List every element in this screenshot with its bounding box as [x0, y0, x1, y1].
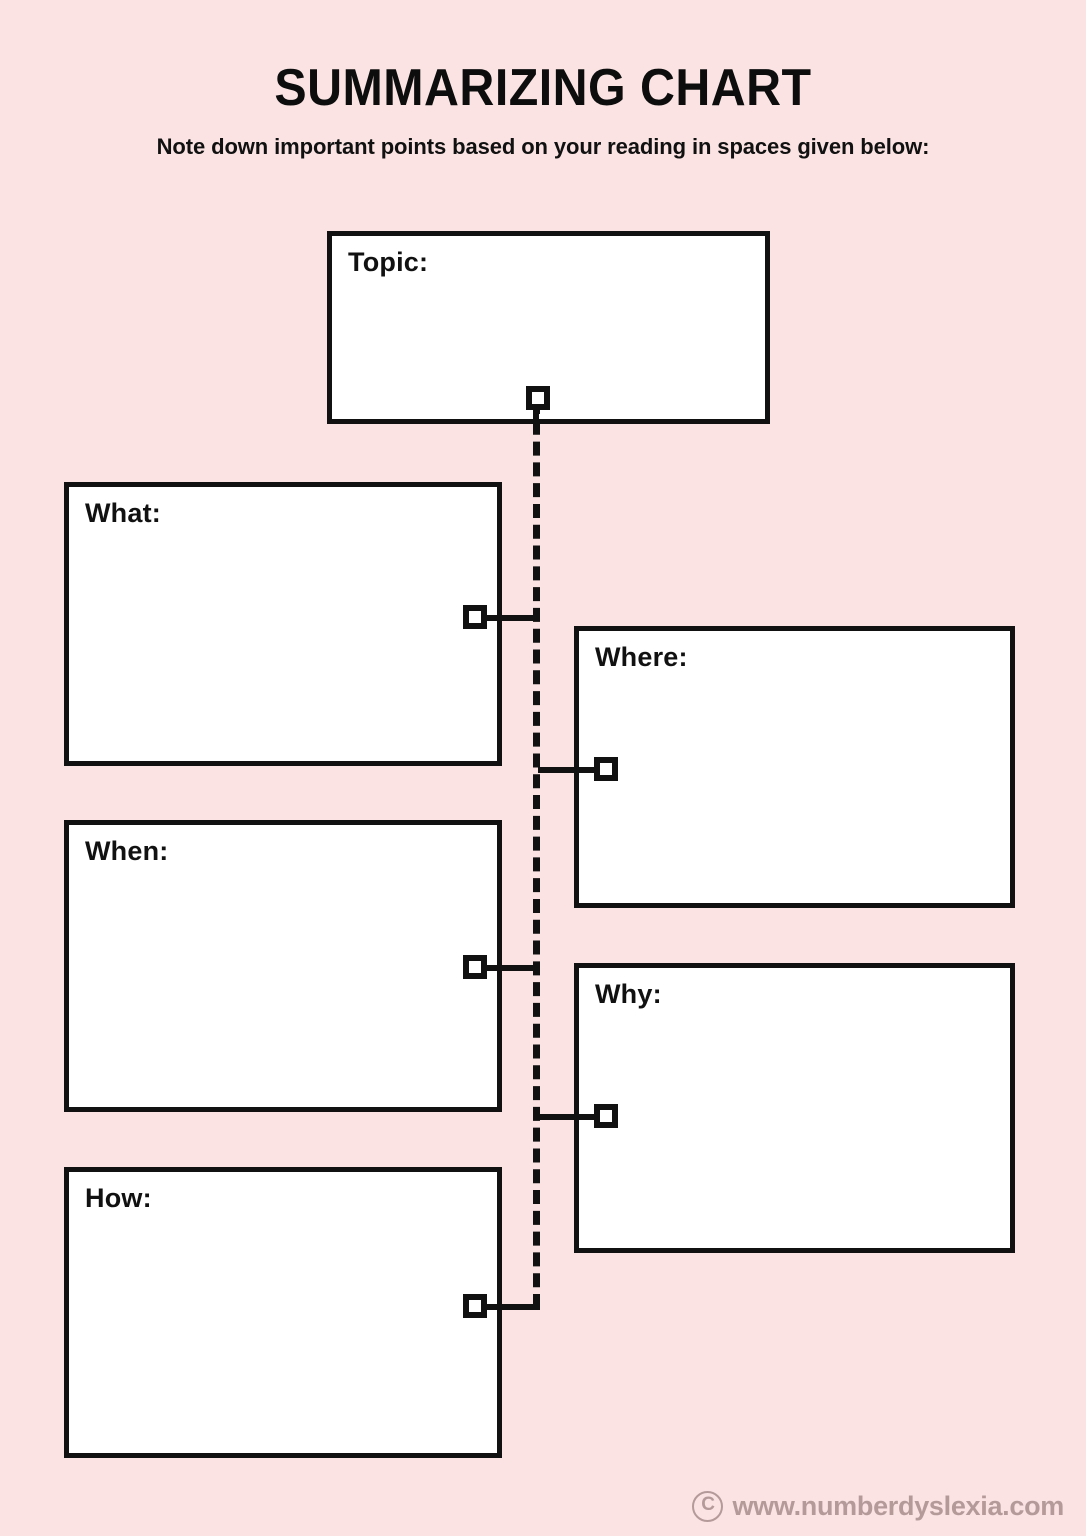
how-box[interactable]: How:: [64, 1167, 502, 1458]
where-box-label: Where:: [595, 642, 688, 672]
when-box-label: When:: [85, 836, 169, 866]
when-connector-node: [463, 955, 487, 979]
why-box-label: Why:: [595, 979, 662, 1009]
how-box-label: How:: [85, 1183, 152, 1213]
dashed-spine-connector: [533, 400, 540, 1308]
what-connector-node: [463, 605, 487, 629]
when-connector-line: [485, 965, 540, 971]
why-box[interactable]: Why:: [574, 963, 1015, 1253]
where-connector-line: [538, 767, 598, 773]
topic-box-label: Topic:: [348, 247, 429, 277]
why-connector-line: [538, 1114, 598, 1120]
what-box-label: What:: [85, 498, 161, 528]
watermark-url: www.numberdyslexia.com: [732, 1491, 1064, 1521]
where-connector-node: [594, 757, 618, 781]
what-connector-line: [485, 615, 540, 621]
copyright-icon: C: [692, 1491, 724, 1522]
where-box[interactable]: Where:: [574, 626, 1015, 908]
why-connector-node: [594, 1104, 618, 1128]
how-connector-node: [463, 1294, 487, 1318]
what-box[interactable]: What:: [64, 482, 502, 766]
when-box[interactable]: When:: [64, 820, 502, 1112]
topic-connector-line: [533, 400, 539, 426]
how-connector-line: [485, 1304, 540, 1310]
topic-connector-node: [526, 386, 550, 410]
page-title: SUMMARIZING CHART: [274, 59, 812, 117]
page-subtitle: Note down important points based on your…: [156, 134, 930, 159]
watermark: C www.numberdyslexia.com: [692, 1491, 1064, 1522]
